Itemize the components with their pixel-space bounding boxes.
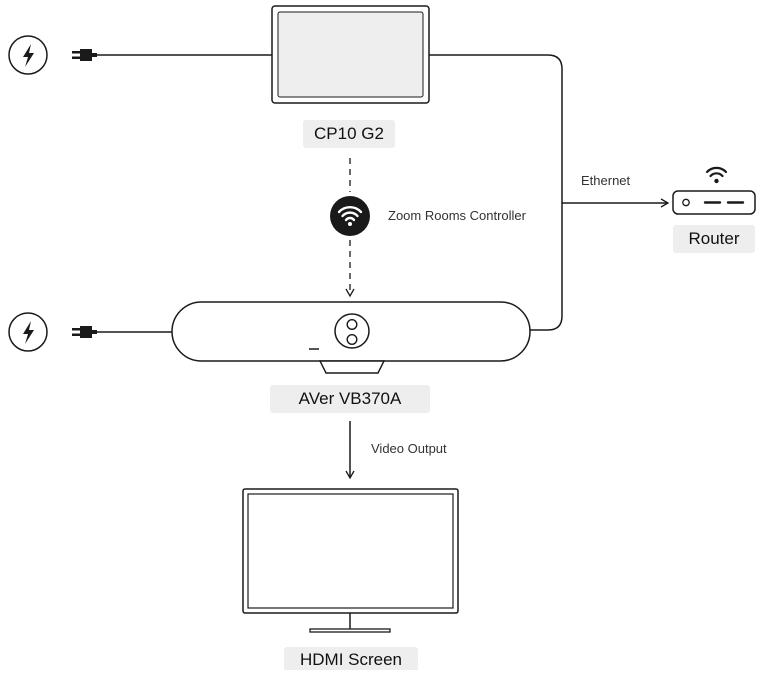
hdmi-screen-device	[242, 488, 459, 633]
router-device	[672, 166, 756, 215]
controller-label: CP10 G2	[303, 120, 395, 148]
video-annotation: Video Output	[371, 441, 447, 456]
wifi-badge	[330, 196, 370, 236]
wireless-annotation: Zoom Rooms Controller	[388, 208, 526, 223]
wifi-icon	[337, 206, 363, 222]
camera-label: AVer VB370A	[270, 385, 430, 413]
wifi-icon	[705, 166, 728, 178]
power-plug-icon	[72, 326, 97, 338]
power-source-top	[8, 35, 48, 75]
router-label: Router	[673, 225, 755, 253]
power-plug-icon	[72, 49, 97, 61]
ethernet-annotation: Ethernet	[581, 173, 631, 188]
controller-device	[271, 5, 430, 104]
camera-device	[171, 301, 531, 374]
power-source-bottom	[8, 312, 48, 352]
ethernet-cable	[429, 54, 563, 331]
screen-label: HDMI Screen	[284, 647, 418, 670]
